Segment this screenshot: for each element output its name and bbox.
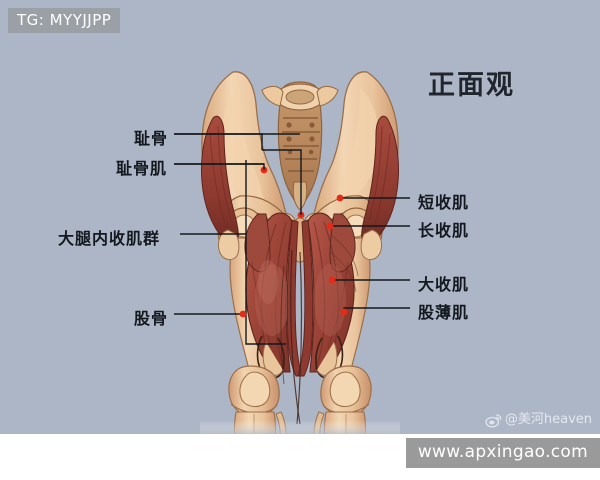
label-pectineus: 耻骨肌 <box>116 159 168 178</box>
telegram-watermark: TG: MYYJJPP <box>8 8 121 33</box>
weibo-watermark: @美河heaven <box>485 412 592 428</box>
label-femur: 股骨 <box>134 309 169 328</box>
weibo-handle: @美河heaven <box>504 412 592 427</box>
site-url-watermark: www.apxingao.com <box>405 438 600 468</box>
weibo-icon <box>485 413 502 428</box>
label-gracilis: 股薄肌 <box>418 303 470 322</box>
label-adductor-magnus: 大收肌 <box>418 275 470 294</box>
label-adductor-group: 大腿内收肌群 <box>58 229 161 248</box>
view-title: 正面观 <box>428 70 515 101</box>
label-adductor-brevis: 短收肌 <box>418 193 470 212</box>
label-pubis: 耻骨 <box>134 129 169 148</box>
label-adductor-longus: 长收肌 <box>418 221 470 240</box>
